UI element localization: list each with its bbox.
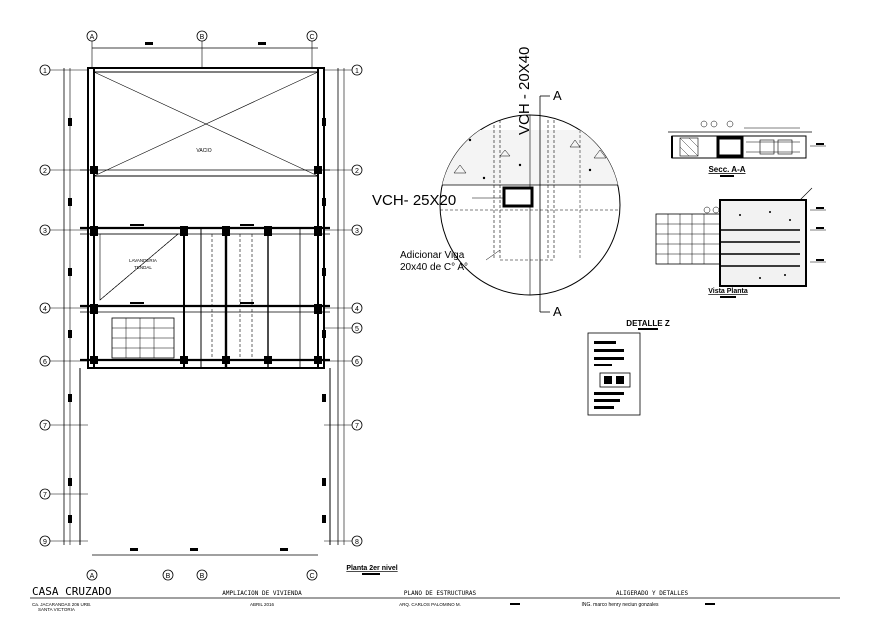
tendal-label: TENDAL <box>134 265 152 270</box>
sheet-content: ALIGERADO Y DETALLES <box>616 590 689 597</box>
grid-markers-right: 1 2 3 4 5 6 7 8 <box>324 64 363 547</box>
grid-left-1: 1 <box>43 68 47 75</box>
grid-right-3: 3 <box>355 228 359 235</box>
laundry-label: LAVANDERIA <box>129 258 157 263</box>
grid-top-b: B <box>200 34 205 41</box>
sheet-type: PLANO DE ESTRUCTURAS <box>404 590 477 597</box>
grid-markers-top: A B C <box>86 30 318 68</box>
project-name: CASA CRUZADO <box>32 585 111 598</box>
architect-name: ARQ. CARLOS PALOMINO M. <box>399 602 461 607</box>
plan-view-caption: Vista Planta <box>708 288 748 295</box>
grid-right-6: 6 <box>355 359 359 366</box>
grid-left-3: 3 <box>43 228 47 235</box>
section-aa-caption: Secc. A-A <box>708 165 745 174</box>
project-description: AMPLIACION DE VIVIENDA <box>222 590 302 597</box>
plan-scale-bar <box>362 573 380 575</box>
detail-z-title: DETALLE Z <box>626 319 670 328</box>
project-address-2: SANTA VICTORIA <box>38 607 75 612</box>
column-section <box>502 186 534 208</box>
project-date: ABRIL 2016 <box>250 602 275 607</box>
grid-left-2: 2 <box>43 168 47 175</box>
grid-top-a: A <box>90 34 95 41</box>
grid-right-5: 5 <box>355 326 359 333</box>
grid-top-c: C <box>309 34 314 41</box>
grid-bottom-b: B <box>166 573 171 580</box>
grid-markers-bottom: A B B C <box>86 569 318 581</box>
grid-right-4: 4 <box>355 306 359 313</box>
grid-bottom-a: A <box>90 573 95 580</box>
note-line-2: 20x40 de C° A° <box>400 262 468 273</box>
grid-left-7b: 7 <box>43 492 47 499</box>
detail-z-box: DETALLE Z <box>587 319 670 416</box>
vacio-label: VACIO <box>196 148 211 154</box>
grid-left-9: 9 <box>43 539 47 546</box>
note-line-1: Adicionar Viga <box>400 250 465 261</box>
grid-right-2: 2 <box>355 168 359 175</box>
section-aa: Secc. A-A <box>668 120 826 177</box>
grid-bottom-b2: B <box>200 573 205 580</box>
grid-left-7: 7 <box>43 423 47 430</box>
grid-left-6: 6 <box>43 359 47 366</box>
plan-columns <box>68 42 326 551</box>
grid-markers-left: 1 2 3 4 6 7 7 9 <box>39 64 88 547</box>
grid-left-4: 4 <box>43 306 47 313</box>
section-mark-bottom: A <box>553 304 562 319</box>
project-address-1: Ca. JACARANDAS 206 URB. <box>32 602 91 607</box>
plan-view-detail: Vista Planta <box>655 187 826 298</box>
floor-plan <box>63 47 345 556</box>
grid-bottom-c: C <box>309 573 314 580</box>
detail-circle: A A VCH - 20X40 VCH- 25X20 Adicionar Vig… <box>372 47 621 319</box>
title-block: CASA CRUZADO Ca. JACARANDAS 206 URB. SAN… <box>30 585 840 612</box>
grid-right-1: 1 <box>355 68 359 75</box>
vch-top-label: VCH - 20X40 <box>516 47 533 135</box>
plan-subtitle: Planta 2er nivel <box>346 565 397 572</box>
grid-right-8: 8 <box>355 539 359 546</box>
vch-side-label: VCH- 25X20 <box>372 192 456 209</box>
engineer-name: ING. marco henry neciun gonzales <box>582 602 659 608</box>
section-mark-top: A <box>553 88 562 103</box>
grid-right-7: 7 <box>355 423 359 430</box>
